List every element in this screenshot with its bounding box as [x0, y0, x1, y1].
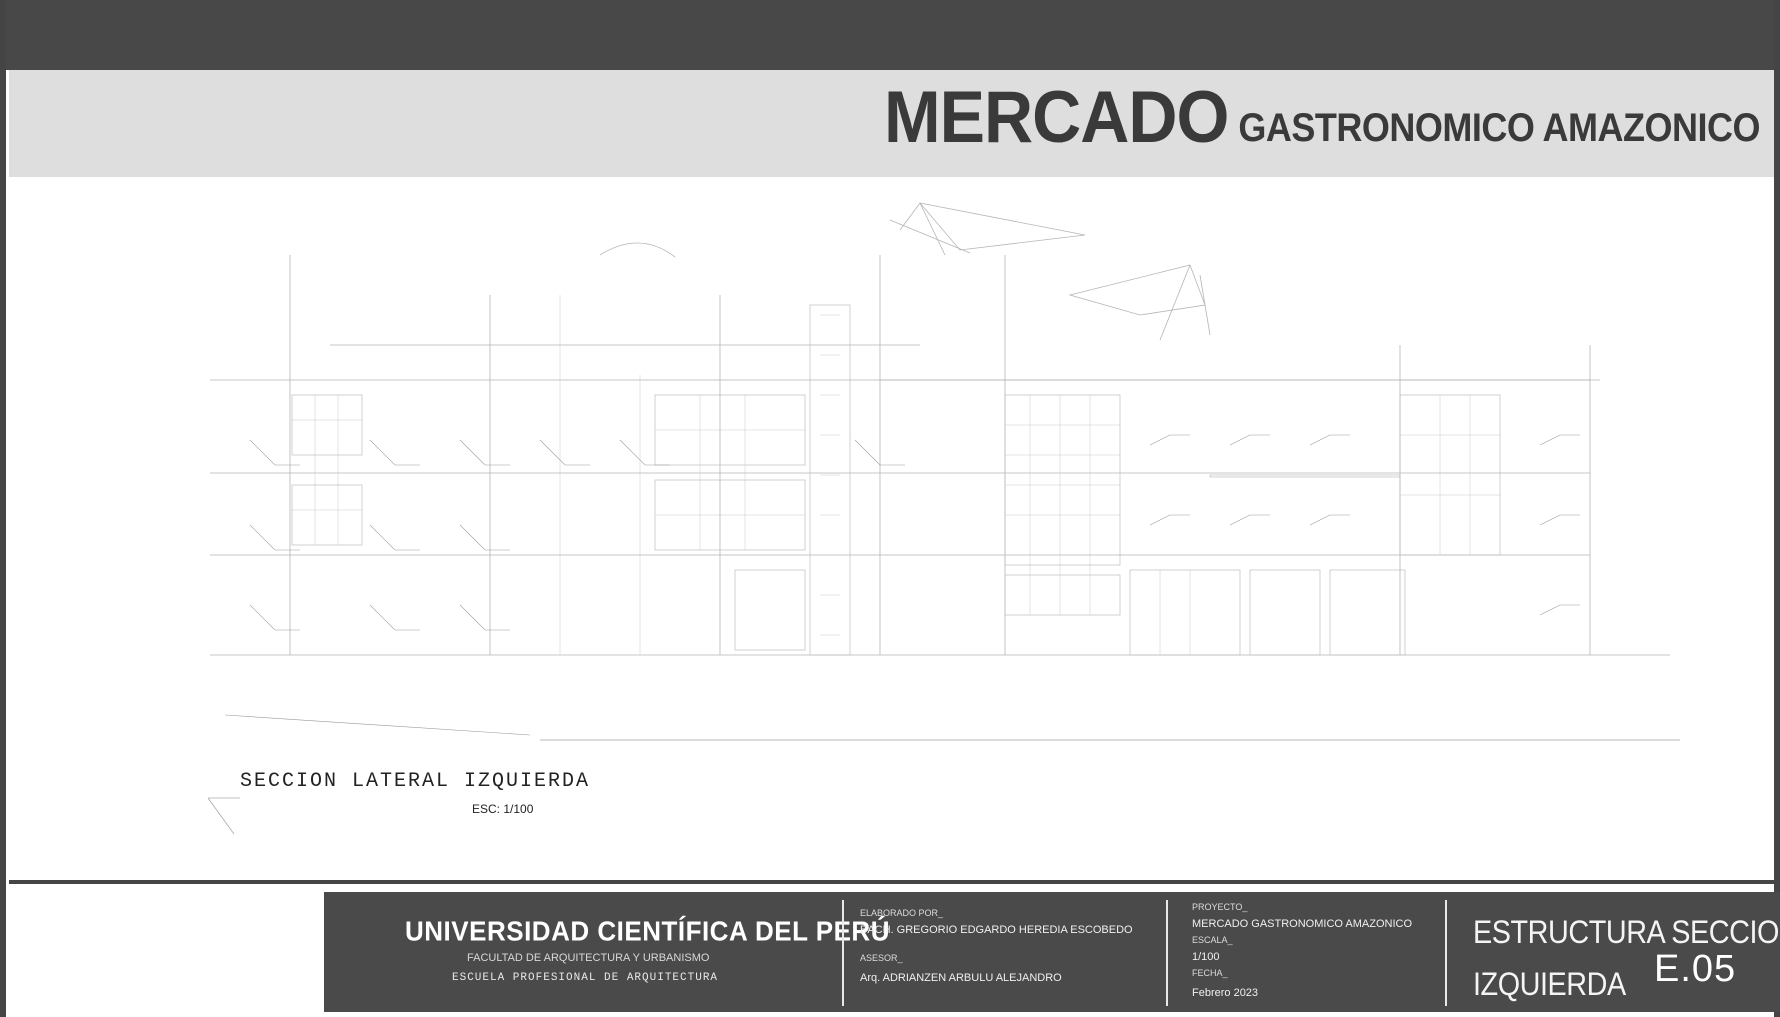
sheet-number: E.05 [1654, 948, 1737, 990]
escala-label: ESCALA_ [1192, 935, 1233, 945]
elaborado-value: BACH. GREGORIO EDGARDO HEREDIA ESCOBEDO [860, 924, 1133, 936]
proyecto-value: MERCADO GASTRONOMICO AMAZONICO [1192, 918, 1413, 930]
fecha-value: Febrero 2023 [1192, 987, 1259, 999]
fecha-label: FECHA_ [1192, 968, 1228, 978]
university-name: UNIVERSIDAD CIENTÍFICA DEL PERÚ [405, 915, 890, 947]
escala-value: 1/100 [1192, 951, 1220, 963]
asesor-value: Arq. ADRIANZEN ARBULU ALEJANDRO [860, 972, 1062, 984]
title-block-separator [1445, 900, 1447, 1006]
title-block: UNIVERSIDAD CIENTÍFICA DEL PERÚ FACULTAD… [324, 892, 1780, 1012]
section-arrow-icon [207, 797, 240, 835]
footer-divider [9, 880, 1780, 884]
section-title: SECCION LATERAL IZQUIERDA [240, 770, 591, 793]
title-block-separator [842, 900, 844, 1006]
title-band [9, 70, 1780, 177]
elaborado-label: ELABORADO POR_ [860, 908, 944, 918]
title-subtitle: GASTRONOMICO AMAZONICO [1238, 104, 1760, 150]
proyecto-label: PROYECTO_ [1192, 902, 1248, 912]
title-block-separator [1166, 900, 1168, 1006]
sheet-title: ESTRUCTURA SECCION IZQUIERDA [1473, 906, 1780, 1010]
school-name: ESCUELA PROFESIONAL DE ARQUITECTURA [452, 972, 719, 984]
asesor-label: ASESOR_ [860, 953, 903, 963]
faculty-name: FACULTAD DE ARQUITECTURA Y URBANISMO [467, 952, 710, 964]
section-drawing [210, 202, 1680, 741]
sheet-title-line2: IZQUIERDA [1473, 966, 1626, 1002]
title-main-word: MERCADO [884, 75, 1229, 159]
section-scale: ESC: 1/100 [472, 802, 534, 816]
sheet-title-line1: ESTRUCTURA SECCION [1473, 914, 1780, 950]
top-bar [0, 0, 1780, 70]
